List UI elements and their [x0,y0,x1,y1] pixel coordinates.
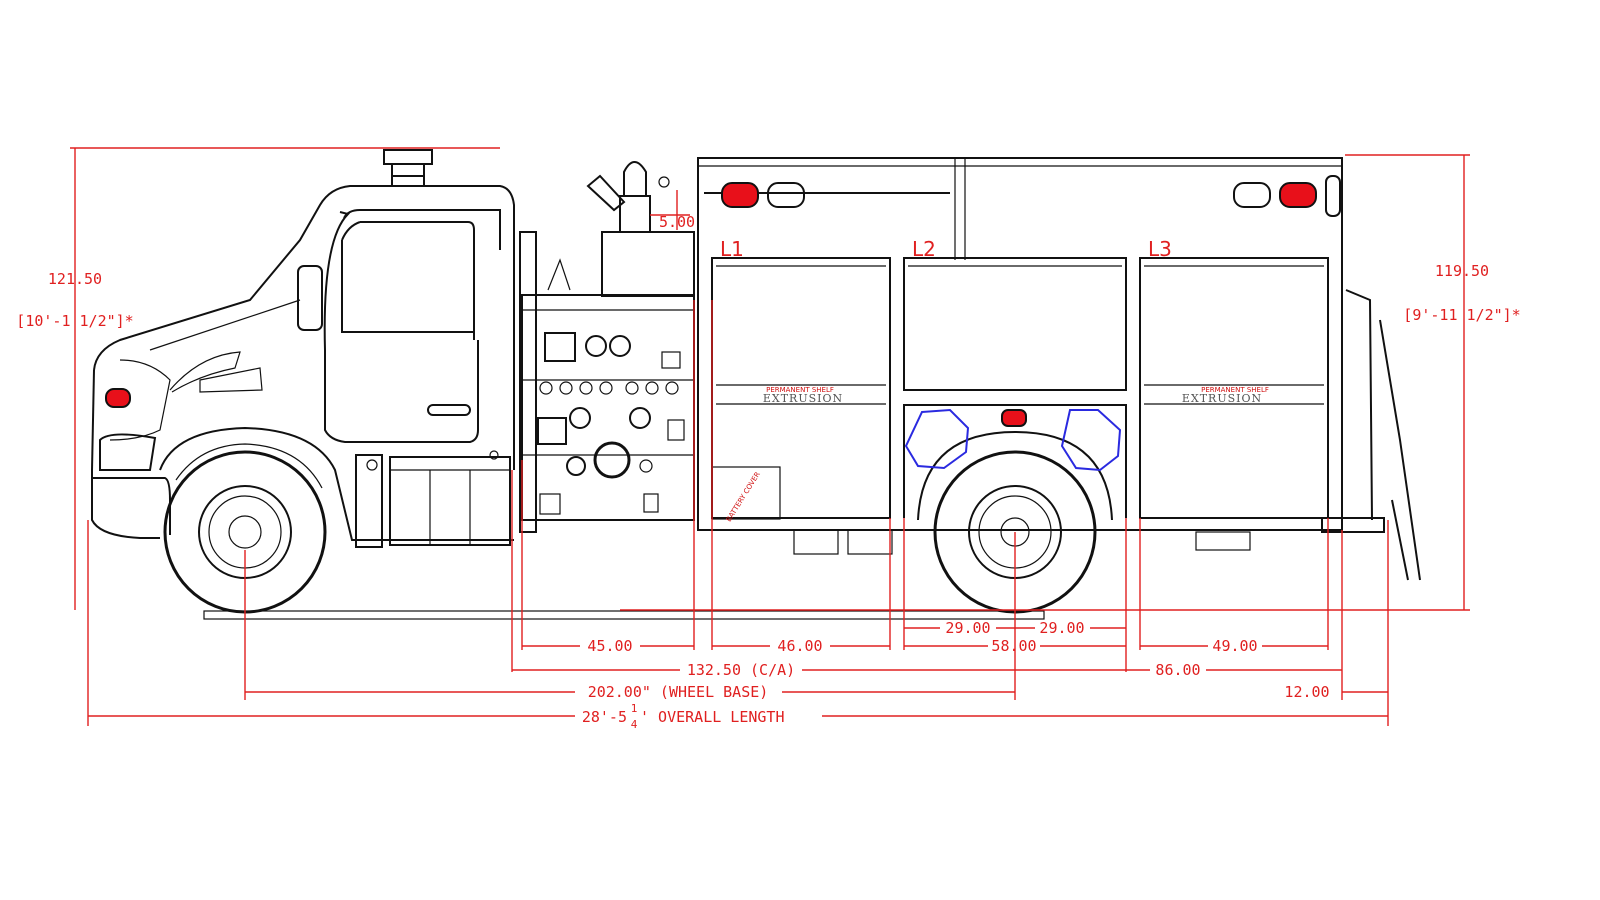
ground-line [203,610,1045,620]
permanent-shelf-label-l3: PERMANENT SHELF [1201,386,1269,394]
side-marker-lamp [1001,409,1027,427]
dim-height-right: 119.50 [1435,262,1489,280]
dim-cab-to-axle: 132.50 (C/A) [687,661,795,679]
dim-height-left-ft: [10'-1 1/2"]* [16,312,133,330]
battery-cover-label: BATTERY COVER [725,470,762,523]
permanent-shelf-label-l1: PERMANENT SHELF [766,386,834,394]
dim-rear-section: 86.00 [1155,661,1200,679]
compartment-door-l2 [903,257,1127,391]
scene-light-left [904,408,970,470]
dim-wheel-well-right: 29.00 [1039,619,1084,637]
deck-gun-monitor [586,161,670,232]
pump-panel-face [521,294,695,521]
rear-upper-lamp-right [1279,182,1317,208]
dim-overall-length-main: 28'-5 [582,708,627,726]
dim-wheel-well-left: 29.00 [945,619,990,637]
scene-light-right [1060,409,1122,472]
dim-l3-width: 49.00 [1212,637,1257,655]
dim-wheel-base: 202.00" (WHEEL BASE) [588,683,769,701]
cab [91,149,515,548]
extrusion-label-l3: EXTRUSION [1182,392,1262,405]
dim-overall-length-suffix: ' OVERALL LENGTH [640,708,785,726]
pump-intake-cap [593,441,631,479]
compartment-label-l2: L2 [912,237,936,261]
compartment-labels: L1 L2 L3 PERMANENT SHELF EXTRUSION PERMA… [720,237,1269,523]
side-mirror [297,265,323,331]
dimension-labels: 121.50 [10'-1 1/2"]* 119.50 [9'-11 1/2"]… [16,213,1520,731]
door-window [360,221,475,340]
rear-upper-lamp-left [721,182,759,208]
door-handle [427,404,471,416]
dim-l1-width: 46.00 [777,637,822,655]
dim-height-right-ft: [9'-11 1/2"]* [1403,306,1520,324]
pump-panel [519,231,695,533]
apparatus-body [697,157,1421,581]
dim-overall-length-num: 1 [631,702,638,715]
compartment-door-l3 [1139,257,1329,519]
monitor-base-box [601,231,695,297]
headlight [99,433,157,471]
extrusion-label-l1: EXTRUSION [763,392,843,405]
dim-height-left: 121.50 [48,270,102,288]
cab-step-box [389,456,511,546]
dim-overall-length-den: 4 [631,718,638,731]
roof-beacon-base [383,149,433,165]
front-marker-lamp [105,388,131,408]
compartment-label-l1: L1 [720,237,744,261]
dim-pump-panel: 45.00 [587,637,632,655]
dim-rear-step: 12.00 [1284,683,1329,701]
dim-monitor-height: 5.00 [659,213,695,231]
dimension-lines [70,147,1470,726]
compartment-label-l3: L3 [1148,237,1172,261]
dim-wheel-well-total: 58.00 [991,637,1036,655]
